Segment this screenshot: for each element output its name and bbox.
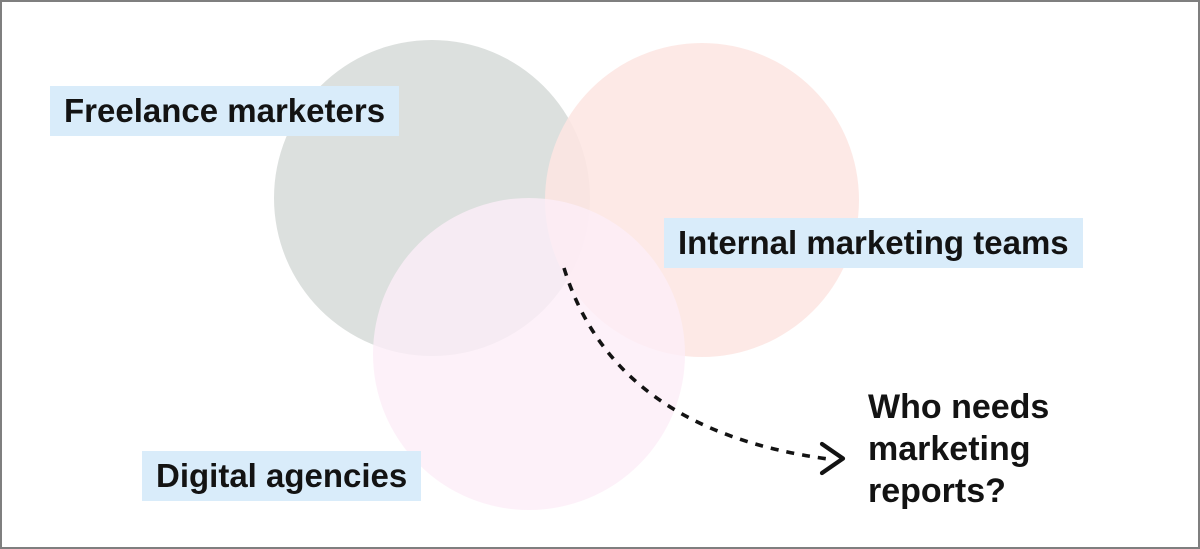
dashed-arrow-curve	[562, 267, 829, 461]
label-freelance-marketers: Freelance marketers	[50, 86, 400, 136]
circle-digital-agencies	[373, 198, 685, 510]
label-digital-agencies: Digital agencies	[142, 451, 422, 501]
annotation-line: marketing	[868, 430, 1031, 468]
annotation-who-needs-marketing-reports: Who needs marketing reports?	[868, 386, 1108, 512]
annotation-line: reports?	[868, 472, 1006, 510]
annotation-line: Who needs	[868, 388, 1050, 426]
arrowhead-icon	[819, 441, 846, 476]
label-internal-marketing-teams: Internal marketing teams	[664, 218, 1083, 268]
